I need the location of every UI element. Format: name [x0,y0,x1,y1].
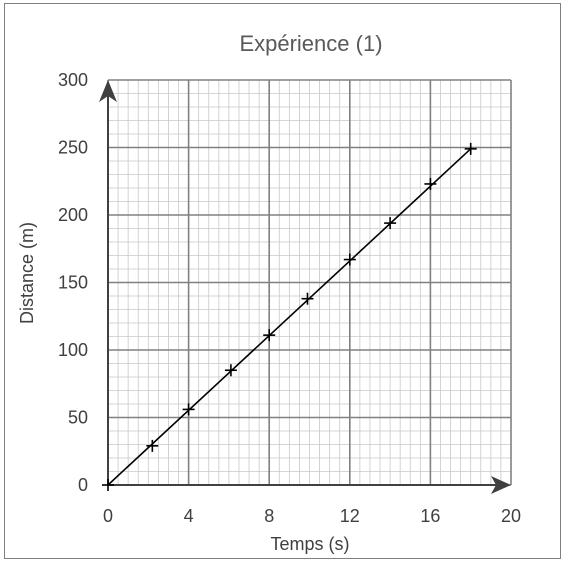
chart-frame [4,3,561,559]
x-tick-label: 16 [420,506,440,526]
y-tick-label: 0 [78,475,88,495]
data-point [424,177,437,190]
y-tick-label: 50 [68,408,88,428]
chart-title: Expérience (1) [239,31,382,56]
data-point [146,439,159,452]
data-point [343,253,356,266]
y-axis-arrow-icon [99,80,117,102]
axes [99,80,511,494]
x-tick-label: 0 [103,506,113,526]
data-point [224,364,237,377]
x-tick-label: 12 [340,506,360,526]
y-tick-label: 100 [58,340,88,360]
x-tick-label: 4 [184,506,194,526]
trend-line [107,148,472,486]
y-tick-labels: 0 50 100 150 200 250 300 [58,70,88,495]
y-tick-label: 200 [58,205,88,225]
data-point [464,142,477,155]
data-markers [102,142,477,491]
y-tick-label: 300 [58,70,88,90]
data-point [263,329,276,342]
x-tick-label: 20 [501,506,521,526]
x-tick-label: 8 [264,506,274,526]
data-point [182,403,195,416]
x-axis-title: Temps (s) [270,534,349,554]
data-point [384,217,397,230]
x-axis-arrow-icon [491,476,511,494]
y-axis-title: Distance (m) [17,222,37,324]
data-point [102,479,114,491]
data-point [301,292,314,305]
x-tick-labels: 0 4 8 12 16 20 [103,506,521,526]
y-tick-label: 150 [58,273,88,293]
y-tick-label: 250 [58,138,88,158]
